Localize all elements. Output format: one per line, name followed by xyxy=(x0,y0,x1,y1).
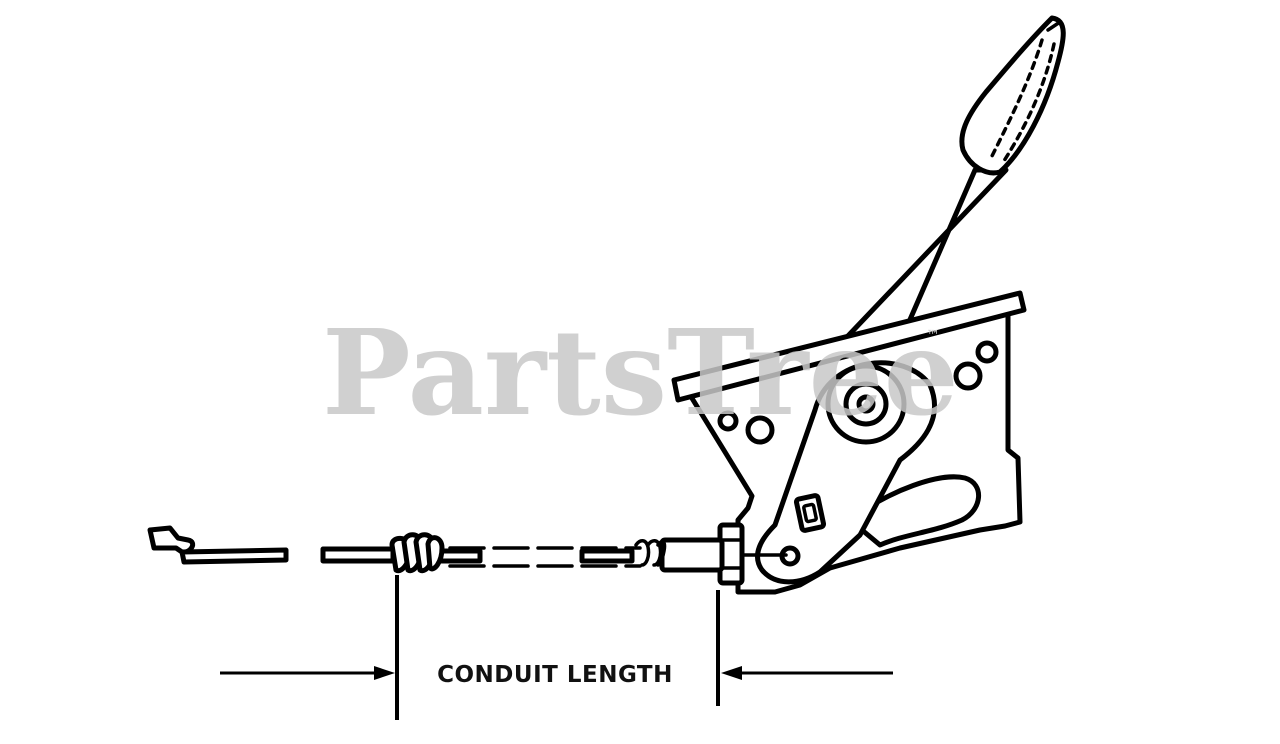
lever-knob xyxy=(959,15,1066,176)
parts-tree-watermark: PartsTree ™ xyxy=(322,303,959,442)
conduit-spring-left xyxy=(389,532,445,574)
watermark-trademark: ™ xyxy=(926,328,940,344)
conduit-length-label: CONDUIT LENGTH xyxy=(437,662,673,688)
watermark-text: PartsTree xyxy=(322,303,959,442)
conduit-spring-right xyxy=(634,539,667,567)
dimension-arrow-right xyxy=(721,666,893,680)
pivot-plate xyxy=(755,360,938,585)
cable-conduit xyxy=(147,525,642,568)
dimension-arrow-left xyxy=(220,666,395,680)
